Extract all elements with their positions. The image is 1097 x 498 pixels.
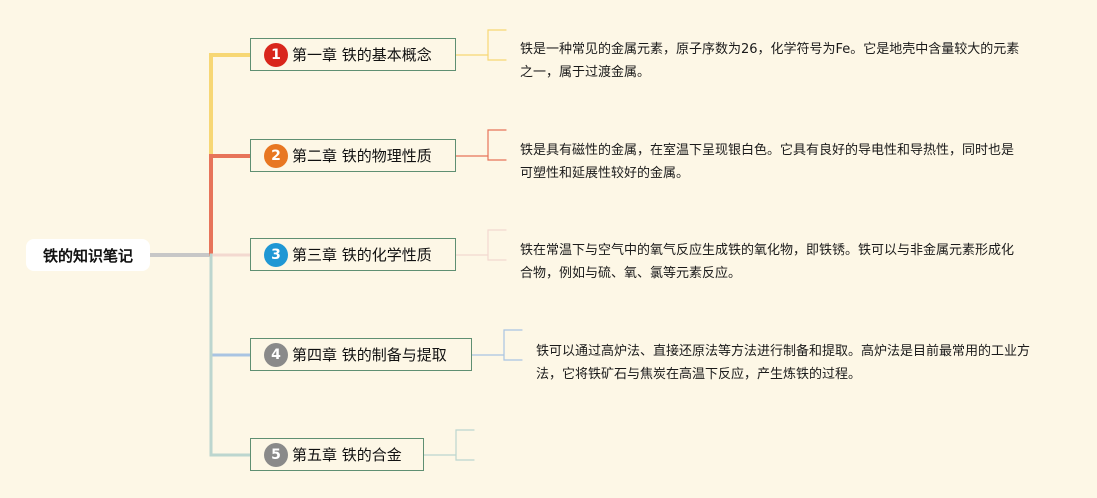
chapter-3-title: 第三章 铁的化学性质 bbox=[292, 246, 432, 264]
chapter-5-number-badge: 5 bbox=[264, 442, 288, 467]
root-node[interactable]: 铁的知识笔记 bbox=[26, 239, 150, 271]
desc-bracket-3 bbox=[487, 229, 507, 261]
desc-bracket-1 bbox=[487, 29, 507, 61]
chapter-5-title: 第五章 铁的合金 bbox=[292, 446, 402, 464]
chapter-3-node[interactable]: 3 第三章 铁的化学性质 bbox=[250, 238, 456, 271]
chapter-3-number-badge: 3 bbox=[264, 242, 288, 267]
desc-bracket-4 bbox=[503, 329, 523, 361]
desc-bracket-2 bbox=[487, 129, 507, 161]
chapter-5-node[interactable]: 5 第五章 铁的合金 bbox=[250, 438, 424, 471]
chapter-2-description: 铁是具有磁性的金属，在室温下呈现银白色。它具有良好的导电性和导热性，同时也是可塑… bbox=[520, 143, 1015, 181]
chapter-3-description: 铁在常温下与空气中的氧气反应生成铁的氧化物，即铁锈。铁可以与非金属元素形成化合物… bbox=[520, 243, 1015, 281]
chapter-1-title: 第一章 铁的基本概念 bbox=[292, 46, 432, 64]
chapter-2-title: 第二章 铁的物理性质 bbox=[292, 147, 432, 165]
chapter-4-description: 铁可以通过高炉法、直接还原法等方法进行制备和提取。高炉法是目前最常用的工业方法，… bbox=[536, 344, 1031, 382]
chapter-2-number-badge: 2 bbox=[264, 143, 288, 168]
branch-line-4 bbox=[209, 253, 252, 357]
chapter-1-node[interactable]: 1 第一章 铁的基本概念 bbox=[250, 38, 456, 71]
chapter-2-node[interactable]: 2 第二章 铁的物理性质 bbox=[250, 139, 456, 172]
desc-bracket-5 bbox=[455, 429, 475, 461]
chapter-1-description: 铁是一种常见的金属元素，原子序数为26，化学符号为Fe。它是地壳中含量较大的元素… bbox=[520, 42, 1020, 80]
chapter-1-number-badge: 1 bbox=[264, 42, 288, 67]
branch-line-2 bbox=[209, 154, 252, 257]
chapter-4-node[interactable]: 4 第四章 铁的制备与提取 bbox=[250, 338, 472, 371]
chapter-4-number-badge: 4 bbox=[264, 342, 288, 367]
root-label: 铁的知识笔记 bbox=[42, 246, 133, 265]
chapter-4-title: 第四章 铁的制备与提取 bbox=[292, 346, 447, 364]
branch-line-5 bbox=[209, 253, 252, 457]
